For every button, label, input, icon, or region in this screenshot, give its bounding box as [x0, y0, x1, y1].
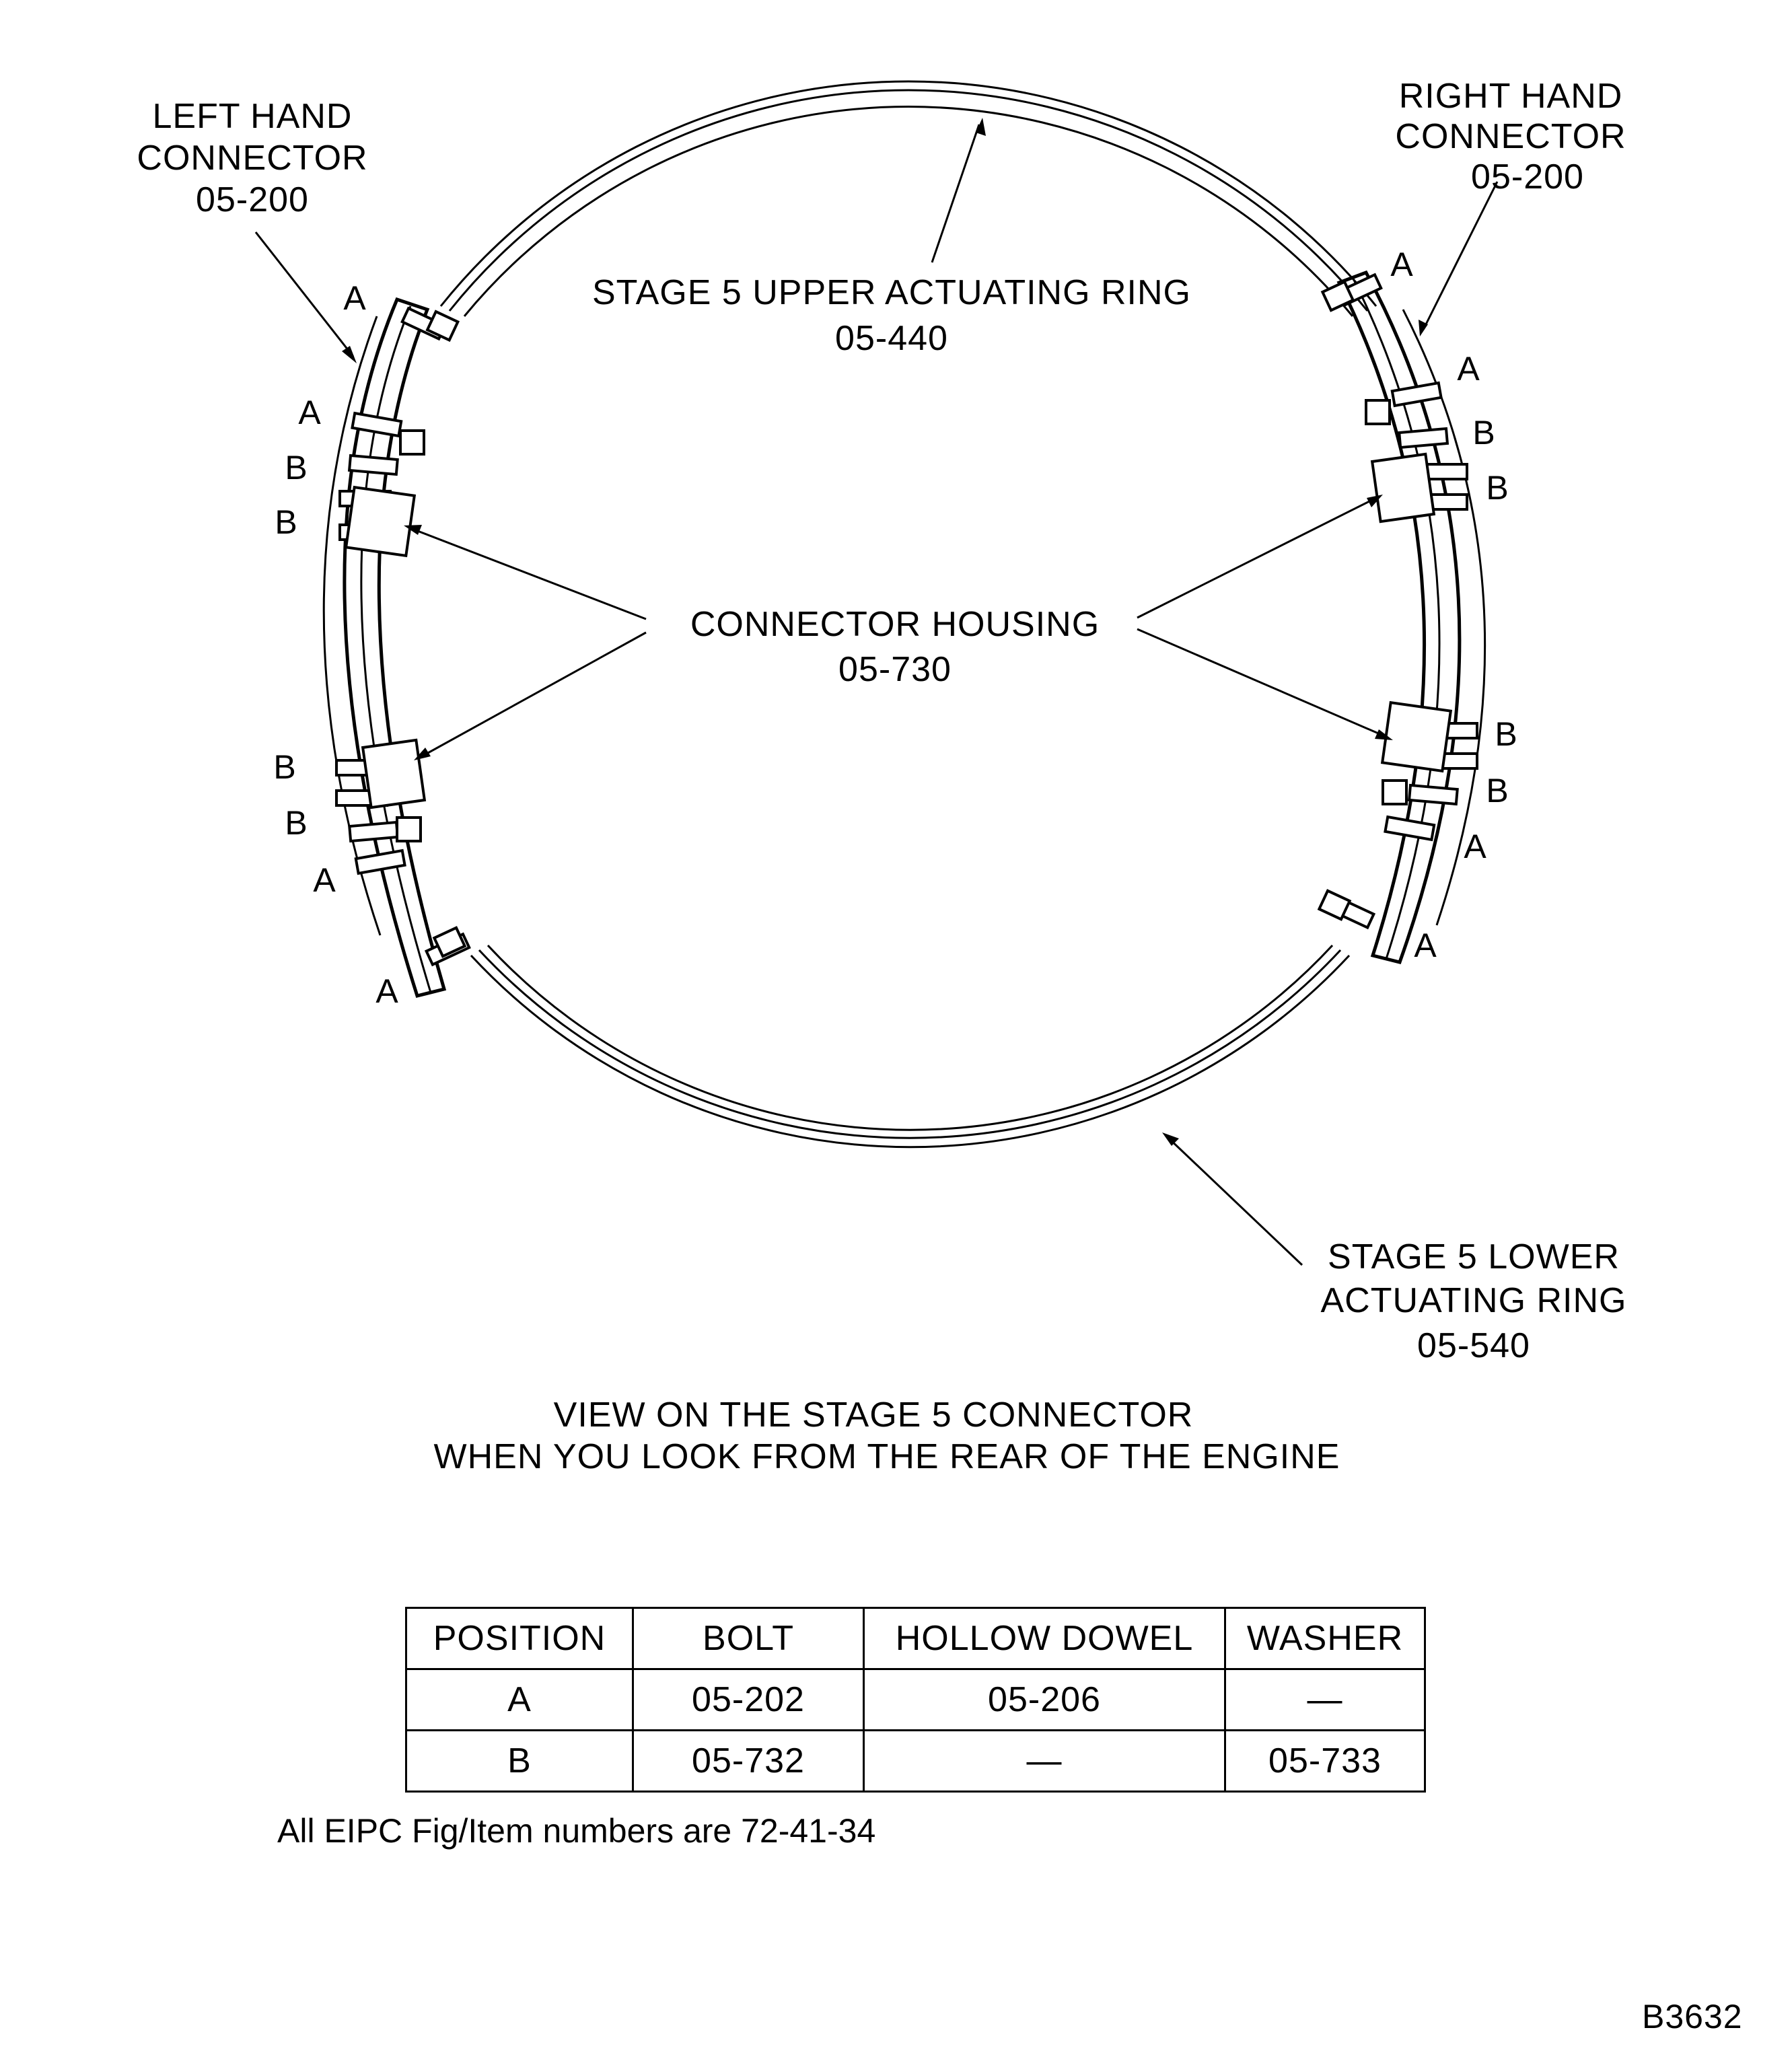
header-washer: WASHER — [1224, 1607, 1426, 1670]
table-header-row: POSITION BOLT HOLLOW DOWEL WASHER — [405, 1607, 1426, 1670]
position-mark: A — [343, 279, 366, 317]
position-mark: A — [1390, 246, 1413, 283]
table-cell: — — [1224, 1668, 1426, 1731]
footnote: All EIPC Fig/Item numbers are 72-41-34 — [277, 1812, 876, 1850]
table-cell: — — [863, 1729, 1226, 1793]
position-mark: A — [1414, 927, 1437, 964]
right-connector-label: RIGHT HAND CONNECTOR 05-200 — [1395, 77, 1626, 196]
upper-ring-part: 05-440 — [835, 319, 948, 358]
position-mark: B — [273, 748, 295, 786]
table-cell: 05-206 — [863, 1668, 1226, 1731]
right-connector-line-1: RIGHT HAND — [1399, 77, 1623, 116]
left-connector-label: LEFT HAND CONNECTOR 05-200 — [137, 97, 367, 219]
right-position-marks: A A B B B B A A — [1390, 246, 1517, 964]
table-cell: 05-202 — [632, 1668, 865, 1731]
position-mark: B — [285, 804, 307, 842]
housing-part: 05-730 — [838, 650, 952, 689]
position-mark: A — [1464, 828, 1486, 865]
header-bolt: BOLT — [632, 1607, 865, 1670]
connector-housings — [344, 452, 1453, 809]
left-connector-line-1: LEFT HAND — [153, 97, 353, 136]
lower-ring-line-1: STAGE 5 LOWER — [1328, 1237, 1620, 1276]
lower-ring-label: STAGE 5 LOWER ACTUATING RING 05-540 — [1320, 1237, 1626, 1365]
left-hand-connector — [322, 297, 447, 998]
table-cell: 05-733 — [1224, 1729, 1426, 1793]
figure-id: B3632 — [1642, 1998, 1743, 2035]
caption-line-2: WHEN YOU LOOK FROM THE REAR OF THE ENGIN… — [434, 1437, 1340, 1476]
figure-caption: VIEW ON THE STAGE 5 CONNECTOR WHEN YOU L… — [434, 1396, 1340, 1476]
right-connector-line-2: CONNECTOR — [1395, 117, 1626, 156]
parts-table: POSITION BOLT HOLLOW DOWEL WASHER A 05-2… — [405, 1607, 1426, 1793]
caption-line-1: VIEW ON THE STAGE 5 CONNECTOR — [554, 1396, 1194, 1435]
table-row: B 05-732 — 05-733 — [405, 1729, 1426, 1793]
position-mark: B — [1486, 772, 1508, 809]
left-connector-line-2: CONNECTOR — [137, 139, 367, 178]
left-fasteners — [335, 306, 471, 967]
position-mark: A — [313, 861, 336, 899]
right-connector-part: 05-200 — [1471, 157, 1584, 196]
table-cell: 05-732 — [632, 1729, 865, 1793]
position-mark: B — [1495, 715, 1517, 753]
table-cell: A — [405, 1668, 634, 1731]
header-position: POSITION — [405, 1607, 634, 1670]
upper-ring-line-1: STAGE 5 UPPER ACTUATING RING — [592, 273, 1191, 312]
lower-ring-part: 05-540 — [1417, 1326, 1530, 1365]
left-connector-part: 05-200 — [196, 180, 309, 219]
position-mark: B — [285, 449, 307, 486]
upper-ring-label: STAGE 5 UPPER ACTUATING RING 05-440 — [592, 273, 1191, 358]
position-mark: A — [1457, 350, 1480, 388]
position-mark: B — [275, 503, 297, 541]
right-fasteners — [1317, 273, 1478, 930]
leader-lines — [254, 118, 1499, 1266]
actuating-rings — [439, 80, 1377, 1149]
header-hollow-dowel: HOLLOW DOWEL — [863, 1607, 1226, 1670]
position-mark: A — [375, 972, 398, 1010]
housing-line-1: CONNECTOR HOUSING — [690, 605, 1100, 644]
table-row: A 05-202 05-206 — — [405, 1668, 1426, 1731]
lower-ring-line-2: ACTUATING RING — [1320, 1281, 1626, 1320]
position-mark: B — [1486, 469, 1508, 507]
position-mark: A — [298, 394, 321, 431]
position-mark: B — [1472, 414, 1495, 451]
table-cell: B — [405, 1729, 634, 1793]
left-position-marks: A A B B B B A A — [273, 279, 398, 1010]
housing-label: CONNECTOR HOUSING 05-730 — [690, 605, 1100, 689]
